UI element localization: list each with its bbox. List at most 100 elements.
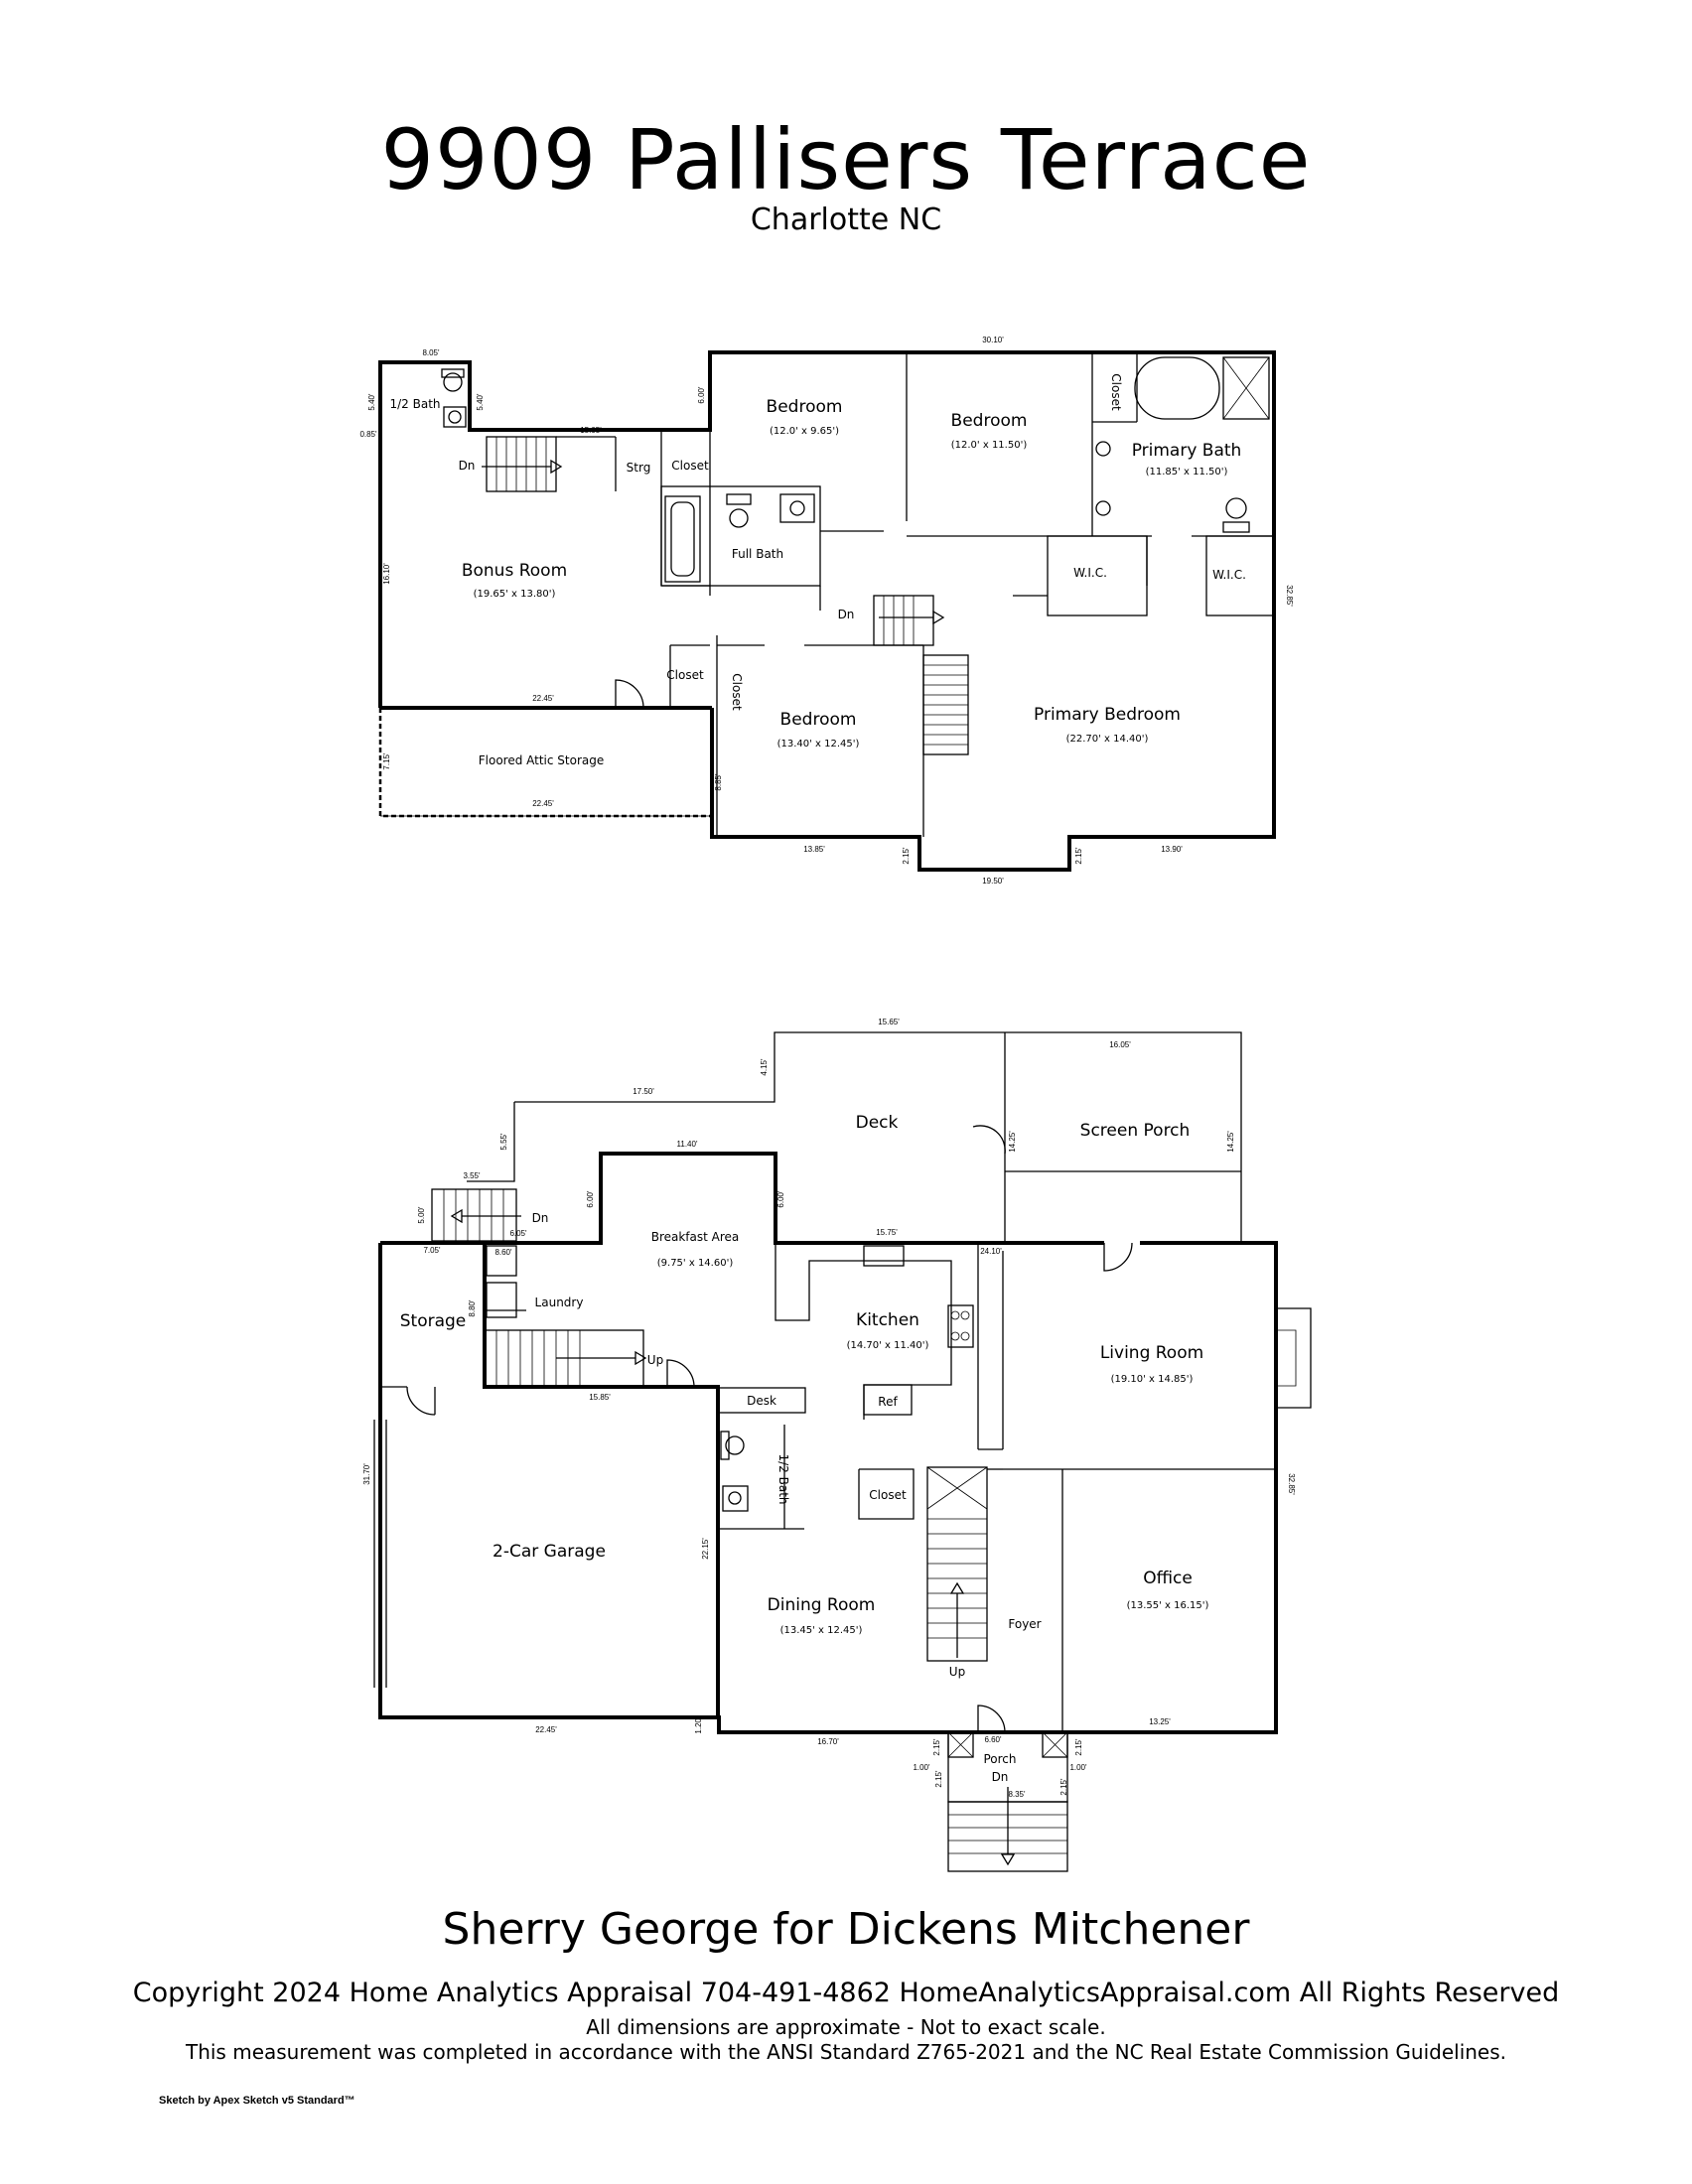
upper-dn-label-1: Dn xyxy=(459,459,476,473)
main-meas-1575: 15.75' xyxy=(876,1228,898,1237)
main-half-bath-label: 1/2 Bath xyxy=(776,1453,790,1504)
primary-bath-closet-label: Closet xyxy=(1109,373,1123,411)
upper-meas-215a: 2.15' xyxy=(902,847,911,865)
laundry-label: Laundry xyxy=(535,1296,584,1309)
disclaimer-ansi: This measurement was completed in accord… xyxy=(185,2040,1507,2064)
main-meas-3285: 32.85' xyxy=(1287,1473,1296,1495)
main-meas-215c: 2.15' xyxy=(934,1770,943,1788)
storage-label: Storage xyxy=(400,1311,467,1331)
upper-half-bath-label: 1/2 Bath xyxy=(389,397,440,411)
upper-meas-1950: 19.50' xyxy=(982,877,1004,886)
main-meas-1605: 16.05' xyxy=(1109,1040,1131,1049)
garage-label: 2-Car Garage xyxy=(493,1542,606,1562)
kitchen-dims: (14.70' x 11.40') xyxy=(847,1340,929,1351)
foyer-label: Foyer xyxy=(1008,1617,1041,1631)
full-bath-label: Full Bath xyxy=(732,547,783,561)
wic-2-label: W.I.C. xyxy=(1212,568,1246,582)
breakfast-area-label: Breakfast Area xyxy=(651,1230,740,1244)
main-closet-label: Closet xyxy=(869,1488,907,1502)
upper-meas-1385: 13.85' xyxy=(803,845,825,854)
upper-closet-b-label: Closet xyxy=(666,668,704,682)
upper-meas-1390: 13.90' xyxy=(1161,845,1183,854)
deck-stairs-dn-label: Dn xyxy=(532,1211,549,1225)
main-meas-860: 8.60' xyxy=(494,1248,512,1257)
upper-meas-805: 8.05' xyxy=(422,348,440,357)
foyer-stairs-up-label: Up xyxy=(949,1665,965,1679)
main-meas-605: 6.05' xyxy=(509,1229,527,1238)
main-meas-1670: 16.70' xyxy=(817,1737,839,1746)
main-meas-3170: 31.70' xyxy=(362,1463,371,1485)
primary-bath-label: Primary Bath xyxy=(1132,441,1242,461)
laundry-stairs-up-label: Up xyxy=(647,1353,663,1367)
porch-dn-label: Dn xyxy=(992,1770,1009,1784)
main-meas-415: 4.15' xyxy=(760,1058,769,1076)
main-meas-1140: 11.40' xyxy=(677,1140,698,1149)
sketch-credit: Sketch by Apex Sketch v5 Standard™ xyxy=(159,2095,355,2107)
bedroom-1-dims: (12.0' x 9.65') xyxy=(770,426,839,437)
main-meas-355: 3.55' xyxy=(463,1171,481,1180)
main-meas-215a: 2.15' xyxy=(932,1738,941,1756)
dining-room-label: Dining Room xyxy=(768,1595,876,1615)
disclaimer-approximate: All dimensions are approximate - Not to … xyxy=(586,2015,1106,2039)
primary-bath-dims: (11.85' x 11.50') xyxy=(1146,467,1228,478)
main-meas-660: 6.60' xyxy=(984,1735,1002,1744)
attic-label: Floored Attic Storage xyxy=(479,753,605,767)
upper-meas-3010: 30.10' xyxy=(982,336,1004,344)
primary-bedroom-dims: (22.70' x 14.40') xyxy=(1066,734,1149,745)
bedroom-2-label: Bedroom xyxy=(951,411,1028,431)
main-meas-1585: 15.85' xyxy=(589,1393,611,1402)
main-floor-plan: Deck Screen Porch Dn Breakfast Area (9.7… xyxy=(362,1018,1312,1872)
page-title: 9909 Pallisers Terrace xyxy=(380,111,1312,208)
main-meas-120: 1.20' xyxy=(694,1716,703,1734)
page-subtitle: Charlotte NC xyxy=(750,203,942,237)
dining-room-dims: (13.45' x 12.45') xyxy=(780,1625,863,1636)
strg-label: Strg xyxy=(627,461,651,475)
main-meas-1425b: 14.25' xyxy=(1226,1131,1235,1153)
upper-dn-label-2: Dn xyxy=(838,608,855,621)
main-meas-555: 5.55' xyxy=(499,1133,508,1151)
upper-meas-715: 7.15' xyxy=(382,752,391,770)
upper-meas-1505: 15.05' xyxy=(580,426,602,435)
upper-meas-2245a: 22.45' xyxy=(532,694,554,703)
upper-floor-plan: 1/2 Bath Dn Bonus Room (19.65' x 13.80')… xyxy=(359,336,1294,886)
upper-closet-a-label: Closet xyxy=(671,459,709,473)
porch-label: Porch xyxy=(983,1752,1016,1766)
main-meas-100a: 1.00' xyxy=(913,1763,930,1772)
main-meas-705: 7.05' xyxy=(423,1246,441,1255)
upper-meas-215b: 2.15' xyxy=(1074,847,1083,865)
copyright-line: Copyright 2024 Home Analytics Appraisal … xyxy=(132,1978,1560,2008)
bedroom-2-dims: (12.0' x 11.50') xyxy=(951,440,1028,451)
upper-meas-540b: 5.40' xyxy=(476,393,485,411)
main-meas-1325: 13.25' xyxy=(1149,1717,1171,1726)
main-meas-1565: 15.65' xyxy=(878,1018,900,1026)
bonus-room-label: Bonus Room xyxy=(462,561,567,581)
main-meas-1425a: 14.25' xyxy=(1008,1131,1017,1153)
upper-meas-885: 8.85' xyxy=(714,773,723,791)
upper-meas-3285: 32.85' xyxy=(1285,585,1294,607)
bedroom-1-label: Bedroom xyxy=(767,397,843,417)
upper-closet-c-label: Closet xyxy=(730,673,744,711)
upper-meas-1610: 16.10' xyxy=(382,563,391,585)
desk-label: Desk xyxy=(747,1394,776,1408)
upper-meas-540a: 5.40' xyxy=(367,393,376,411)
main-meas-215b: 2.15' xyxy=(1074,1738,1083,1756)
main-meas-500: 5.00' xyxy=(417,1206,426,1224)
bonus-room-dims: (19.65' x 13.80') xyxy=(474,589,556,600)
living-room-dims: (19.10' x 14.85') xyxy=(1111,1374,1194,1385)
main-meas-835: 8.35' xyxy=(1008,1790,1026,1799)
upper-meas-085: 0.85' xyxy=(359,430,377,439)
main-meas-2410: 24.10' xyxy=(980,1247,1002,1256)
main-meas-600a: 6.00' xyxy=(586,1190,595,1208)
upper-meas-2245b: 22.45' xyxy=(532,799,554,808)
wic-1-label: W.I.C. xyxy=(1073,566,1107,580)
upper-meas-600: 6.00' xyxy=(697,386,706,404)
ref-label: Ref xyxy=(878,1395,898,1409)
main-meas-2245: 22.45' xyxy=(535,1725,557,1734)
breakfast-area-dims: (9.75' x 14.60') xyxy=(657,1258,734,1269)
main-meas-215d: 2.15' xyxy=(1059,1778,1068,1796)
bedroom-3-label: Bedroom xyxy=(780,710,857,730)
main-meas-600b: 6.00' xyxy=(776,1190,785,1208)
office-dims: (13.55' x 16.15') xyxy=(1127,1600,1209,1611)
office-label: Office xyxy=(1143,1569,1193,1588)
primary-bedroom-label: Primary Bedroom xyxy=(1034,705,1181,725)
